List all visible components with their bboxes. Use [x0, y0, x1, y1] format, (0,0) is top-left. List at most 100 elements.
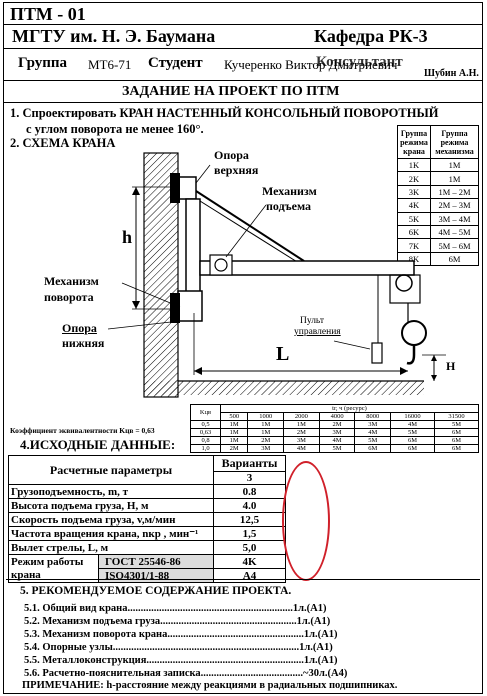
- university-name: МГТУ им. Н. Э. Баумана: [12, 26, 216, 46]
- resource-cell: 1M: [247, 428, 285, 437]
- regime-value-gost: 4K: [213, 554, 286, 569]
- resource-col-header: 8000: [354, 412, 392, 421]
- label-support-top-2: верхняя: [214, 163, 259, 177]
- resource-cell: 3M: [283, 436, 320, 445]
- resource-cell: 1M: [219, 428, 249, 437]
- params-header: Расчетные параметры: [8, 455, 214, 485]
- resource-cell: 4M: [318, 436, 356, 445]
- department-name: Кафедра РК-3: [314, 26, 428, 46]
- param-value: 0.8: [213, 484, 286, 499]
- lower-support-plate: [170, 293, 180, 323]
- resource-k-cell: 0,63: [190, 428, 221, 437]
- param-value: 4.0: [213, 498, 286, 513]
- header-code-row: ПТМ - 01: [4, 3, 482, 25]
- resource-cell: 1M: [219, 420, 249, 429]
- param-name: Частота вращения крана, nкр , мин⁻¹: [8, 526, 214, 541]
- header-student-row: Группа МТ6-71 Студент Кучеренко Виктор Д…: [4, 49, 482, 81]
- resource-col-header: 31500: [434, 412, 479, 421]
- hoist-mechanism: [209, 254, 233, 276]
- upper-support: [177, 176, 197, 200]
- resource-cell: 4M: [354, 428, 392, 437]
- crane-diagram: [107, 152, 446, 398]
- trolley-wheel: [395, 274, 413, 292]
- variant-number: 3: [213, 471, 286, 485]
- task-item-1-angle: с углом поворота не менее 160°.: [26, 122, 204, 136]
- params-table: Расчетные параметры Варианты 3 Грузоподъ…: [8, 455, 286, 583]
- resource-k-cell: 0,5: [190, 420, 221, 429]
- variants-header: Варианты: [213, 455, 286, 472]
- upper-support-plate: [170, 173, 180, 203]
- recommended-item: 5.1. Общий вид крана....................…: [24, 603, 327, 614]
- recommended-item: 5.4. Опорные узлы.......................…: [24, 642, 333, 653]
- resource-cell: 5M: [434, 420, 479, 429]
- standard-gost: ГОСТ 25546-86: [98, 554, 214, 569]
- regime-table: Группа режима крана Группа режима механи…: [397, 125, 479, 267]
- regime-label: Режим работы: [8, 554, 99, 569]
- recommended-item: 5.3. Механизм поворота крана............…: [24, 629, 338, 640]
- resource-cell: 6M: [390, 444, 436, 453]
- resource-cell: 2M: [283, 428, 320, 437]
- resource-cell: 1M: [219, 436, 249, 445]
- param-name: Скорость подъема груза, v,м/мин: [8, 512, 214, 527]
- recommended-item: 5.5. Металлоконструкция.................…: [24, 655, 338, 666]
- label-rot-mech-2: поворота: [44, 290, 94, 304]
- note-text: h-расстояние между реакциями в радиальны…: [103, 680, 398, 691]
- param-value: 12,5: [213, 512, 286, 527]
- label-h: h: [122, 227, 133, 247]
- note-line: ПРИМЕЧАНИЕ: h-расстояние между реакциями…: [22, 680, 397, 691]
- task-item-1: 1. Спроектировать КРАН НАСТЕННЫЙ КОНСОЛЬ…: [10, 106, 439, 120]
- group-label: Группа: [18, 55, 68, 71]
- param-value: 1,5: [213, 526, 286, 541]
- resource-cell: 1M: [247, 420, 285, 429]
- resource-cell: 6M: [434, 436, 479, 445]
- resource-cell: 4M: [390, 420, 436, 429]
- student-value: Кучеренко Виктор Дмитриевич: [224, 57, 398, 72]
- regime-header-mech: Группа режима механизма: [430, 125, 479, 159]
- control-pendant: [371, 342, 383, 364]
- student-label: Студент: [148, 55, 203, 71]
- resource-cell: 3M: [318, 428, 356, 437]
- assignment-title-row: ЗАДАНИЕ НА ПРОЕКТ ПО ПТМ: [4, 81, 482, 103]
- resource-cell: 6M: [390, 436, 436, 445]
- resource-cell: 2M: [318, 420, 356, 429]
- label-lift-mech-2: подъема: [266, 199, 312, 213]
- resource-cell: 3M: [247, 444, 285, 453]
- label-L: L: [276, 343, 290, 365]
- hook-block: [401, 320, 427, 346]
- lower-support: [177, 290, 203, 322]
- param-value: 5,0: [213, 540, 286, 555]
- label-support-top: Опора: [214, 148, 249, 162]
- resource-col-header: 4000: [318, 412, 356, 421]
- resource-cell: 4M: [283, 444, 320, 453]
- resource-cell: 6M: [434, 428, 479, 437]
- group-value: МТ6-71: [88, 57, 132, 72]
- resource-title: tг, ч (ресурс): [220, 404, 479, 413]
- regime-mech-cell: 6M: [430, 251, 479, 267]
- resource-cell: 6M: [354, 444, 392, 453]
- param-name: Высота подъема груза, H, м: [8, 498, 214, 513]
- regime-table-header: Группа режима крана Группа режима механи…: [397, 125, 479, 159]
- recommended-item: 5.2. Механизм подъема груза.............…: [24, 616, 331, 627]
- resource-k-header: Kцв: [190, 404, 221, 421]
- coef-text: Коэффициент эквивалентности Kцв = 0,63: [10, 426, 155, 435]
- regime-header-crane: Группа режима крана: [397, 125, 431, 159]
- consultant-value: Шубин А.Н.: [424, 68, 479, 79]
- boom: [199, 260, 415, 276]
- resource-cell: 5M: [390, 428, 436, 437]
- param-name: Грузоподъемность, m, т: [8, 484, 214, 499]
- recommended-section: 5. РЕКОМЕНДУЕМОЕ СОДЕРЖАНИЕ ПРОЕКТА. 5.1…: [6, 579, 480, 691]
- consultant-label: Консультант: [316, 54, 403, 70]
- doc-code: ПТМ - 01: [10, 4, 86, 24]
- resource-col-header: 16000: [390, 412, 436, 421]
- note-label: ПРИМЕЧАНИЕ:: [22, 680, 104, 691]
